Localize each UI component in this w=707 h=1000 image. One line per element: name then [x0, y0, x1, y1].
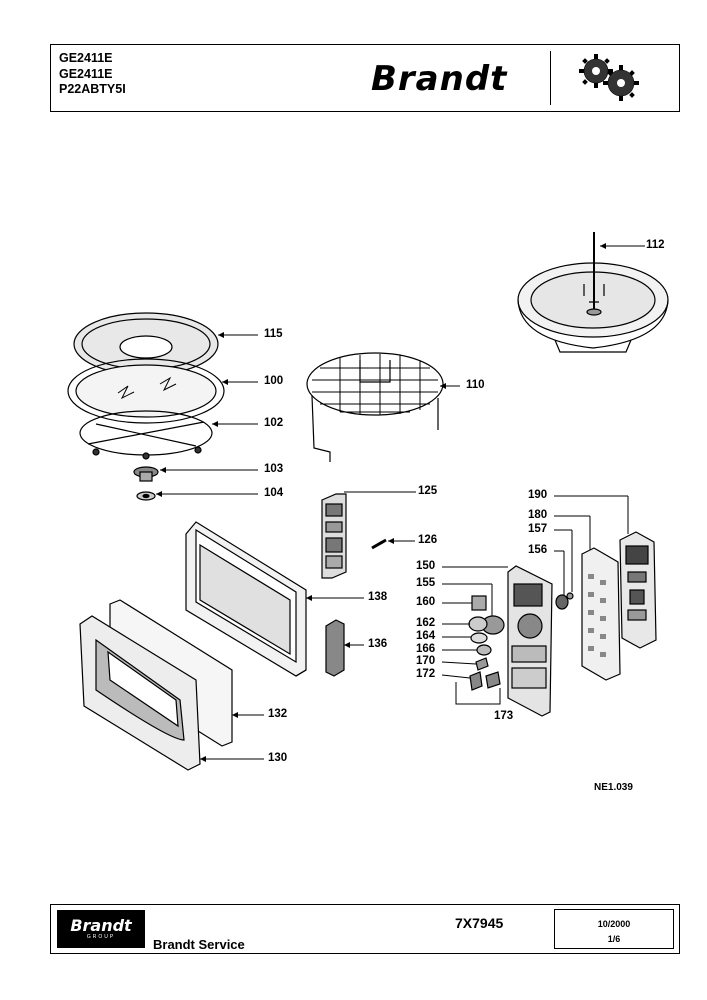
drawing-reference: NE1.039 [594, 782, 633, 793]
part-125-board [321, 493, 347, 579]
footer-logo-subtitle: GROUP [86, 934, 116, 940]
label-173: 173 [494, 710, 514, 722]
label-166: 166 [416, 643, 436, 655]
label-172: 172 [416, 668, 436, 680]
label-170: 170 [416, 655, 436, 667]
model-list: GE2411E GE2411E P22ABTY5I [59, 51, 126, 98]
document-date: 10/2000 [597, 919, 631, 929]
page-number: 1/6 [607, 934, 621, 944]
label-160: 160 [416, 596, 436, 608]
label-126: 126 [418, 534, 438, 546]
part-103-coupler [133, 466, 159, 482]
header-box: GE2411E GE2411E P22ABTY5I Brandt [50, 44, 680, 112]
label-138: 138 [368, 591, 388, 603]
document-number: 7X7945 [455, 915, 504, 931]
part-130-outer-door [79, 615, 201, 771]
label-102: 102 [264, 417, 284, 429]
label-180: 180 [528, 509, 548, 521]
footer-brand-logo: Brandt GROUP [57, 910, 145, 948]
part-110-grill-rack [306, 352, 444, 462]
model-line-1: GE2411E [59, 51, 113, 65]
gears-logo [550, 51, 676, 105]
part-138-door-frame [185, 521, 307, 677]
small-parts-155-173 [468, 595, 505, 691]
part-156-157-switch [555, 592, 574, 610]
model-line-2: GE2411E [59, 66, 113, 81]
date-page-block: 10/2000 1/6 [554, 909, 674, 949]
brand-logo: Brandt [371, 59, 508, 99]
footer-box: Brandt GROUP Brandt Service 7X7945 10/20… [50, 904, 680, 954]
label-190: 190 [528, 489, 548, 501]
label-156: 156 [528, 544, 548, 556]
part-104-shaft [136, 491, 156, 501]
label-110: 110 [466, 379, 485, 391]
part-136-latch [325, 619, 345, 677]
label-150: 150 [416, 560, 436, 572]
label-100: 100 [264, 375, 284, 387]
label-162: 162 [416, 617, 436, 629]
service-name: Brandt Service [153, 937, 245, 952]
part-150-control-panel [507, 565, 553, 717]
part-112-rotisserie-dish [517, 232, 669, 353]
label-103: 103 [264, 463, 284, 475]
model-line-3: P22ABTY5I [59, 82, 126, 96]
label-115: 115 [264, 328, 283, 340]
label-132: 132 [268, 708, 288, 720]
part-100-tray [67, 358, 225, 424]
part-102-roller-ring [79, 410, 213, 460]
label-104: 104 [264, 487, 284, 499]
gears-icon [579, 54, 639, 101]
label-130: 130 [268, 752, 288, 764]
part-126-fuse [371, 538, 387, 550]
label-125: 125 [418, 485, 438, 497]
footer-logo-text: Brandt [70, 916, 132, 935]
label-164: 164 [416, 630, 436, 642]
label-157: 157 [528, 523, 548, 535]
label-155: 155 [416, 577, 436, 589]
part-180-keypad-board [581, 547, 621, 681]
label-136: 136 [368, 638, 388, 650]
part-190-main-board [619, 531, 657, 649]
label-112: 112 [646, 239, 665, 251]
